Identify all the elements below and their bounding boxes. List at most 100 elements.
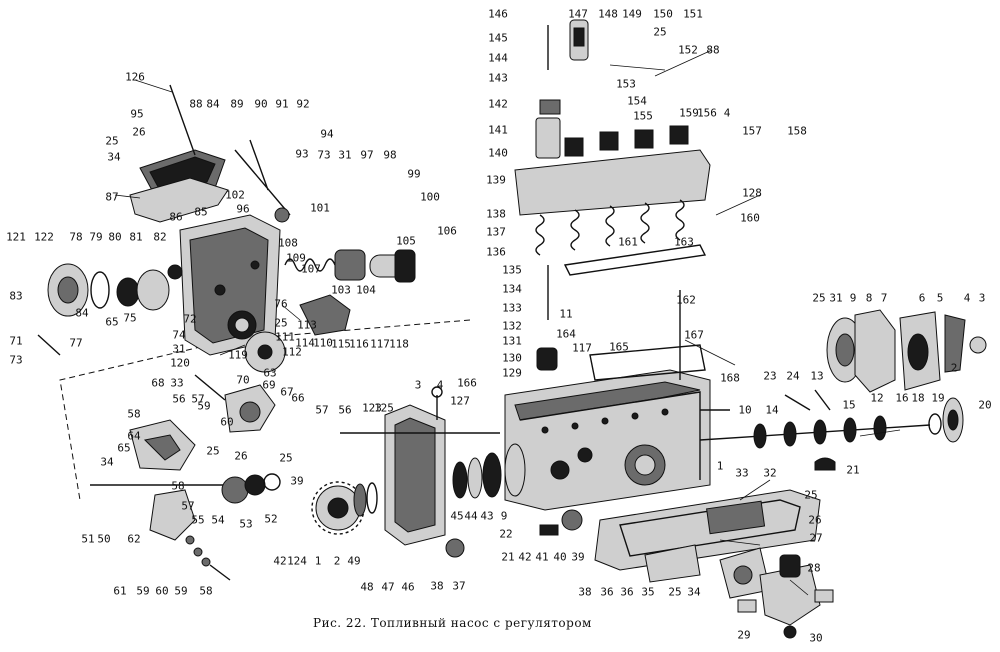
- part-number-label: 88: [189, 97, 203, 111]
- part-number-label: 73: [317, 148, 331, 162]
- part-number-label: 58: [199, 584, 213, 598]
- part-number-label: 89: [230, 97, 244, 111]
- part-number-label: 56: [172, 392, 186, 406]
- part-number-label: 57: [315, 403, 329, 417]
- part-number-label: 25: [105, 134, 119, 148]
- part-number-label: 165: [609, 340, 629, 354]
- part-number-label: 25: [804, 488, 818, 502]
- part-number-label: 118: [389, 337, 409, 351]
- part-number-label: 1: [314, 554, 322, 568]
- part-number-label: 10: [738, 403, 752, 417]
- part-number-label: 97: [360, 148, 374, 162]
- part-number-label: 123: [362, 401, 382, 415]
- part-number-label: 7: [880, 291, 888, 305]
- part-number-label: 115: [331, 337, 351, 351]
- part-number-label: 80: [108, 230, 122, 244]
- part-number-label: 142: [488, 97, 508, 111]
- part-number-label: 88: [706, 43, 720, 57]
- part-number-label: 63: [263, 366, 277, 380]
- part-number-label: 9: [500, 509, 508, 523]
- part-number-label: 26: [132, 125, 146, 139]
- part-number-label: 66: [291, 391, 305, 405]
- part-number-label: 126: [125, 70, 145, 84]
- part-number-label: 58: [171, 479, 185, 493]
- part-number-label: 114: [295, 336, 315, 350]
- part-number-label: 119: [228, 348, 248, 362]
- part-number-label: 20: [978, 398, 992, 412]
- part-number-label: 148: [598, 7, 618, 21]
- part-number-label: 163: [674, 235, 694, 249]
- part-number-label: 73: [9, 353, 23, 367]
- part-number-label: 99: [407, 167, 421, 181]
- part-number-label: 51: [81, 532, 95, 546]
- part-number-label: 59: [136, 584, 150, 598]
- part-number-label: 105: [396, 234, 416, 248]
- part-number-label: 25: [274, 316, 288, 330]
- part-number-label: 31: [829, 291, 843, 305]
- part-number-label: 78: [69, 230, 83, 244]
- part-number-label: 54: [211, 513, 225, 527]
- part-number-label: 109: [286, 251, 306, 265]
- part-number-label: 112: [282, 345, 302, 359]
- part-number-label: 121: [6, 230, 26, 244]
- part-number-label: 98: [383, 148, 397, 162]
- part-number-label: 125: [374, 401, 394, 415]
- part-number-label: 32: [763, 466, 777, 480]
- part-number-label: 34: [107, 150, 121, 164]
- part-number-label: 81: [129, 230, 143, 244]
- part-number-label: 152: [678, 43, 698, 57]
- part-number-label: 48: [360, 580, 374, 594]
- drive-housing-group: [311, 386, 583, 558]
- part-number-label: 16: [895, 391, 909, 405]
- part-number-label: 42: [273, 554, 287, 568]
- part-number-label: 25: [668, 585, 682, 599]
- part-number-label: 168: [720, 371, 740, 385]
- part-number-label: 159: [679, 106, 699, 120]
- figure-caption: Рис. 22. Топливный насос с регулятором: [313, 616, 592, 630]
- part-number-label: 67: [280, 385, 294, 399]
- part-number-label: 76: [274, 297, 288, 311]
- part-number-label: 49: [347, 554, 361, 568]
- part-number-label: 59: [174, 584, 188, 598]
- part-number-label: 59: [197, 399, 211, 413]
- part-number-label: 110: [313, 336, 333, 350]
- part-number-label: 34: [687, 585, 701, 599]
- part-number-label: 40: [553, 550, 567, 564]
- part-number-label: 136: [486, 245, 506, 259]
- part-number-label: 36: [620, 585, 634, 599]
- part-number-label: 103: [331, 283, 351, 297]
- part-number-label: 139: [486, 173, 506, 187]
- part-number-label: 24: [786, 369, 800, 383]
- part-number-label: 140: [488, 146, 508, 160]
- part-number-label: 157: [742, 124, 762, 138]
- regulator-housing-group: [37, 84, 416, 433]
- part-number-label: 26: [234, 449, 248, 463]
- part-number-label: 25: [206, 444, 220, 458]
- part-number-label: 55: [191, 513, 205, 527]
- part-number-label: 11: [559, 307, 573, 321]
- cover-and-feed-pump-group: [594, 489, 834, 639]
- part-number-label: 131: [502, 334, 522, 348]
- part-number-label: 158: [787, 124, 807, 138]
- part-number-label: 111: [275, 330, 295, 344]
- part-number-label: 33: [170, 376, 184, 390]
- part-number-label: 104: [356, 283, 376, 297]
- part-number-label: 36: [600, 585, 614, 599]
- part-number-label: 28: [807, 561, 821, 575]
- part-number-label: 23: [763, 369, 777, 383]
- part-number-label: 60: [155, 584, 169, 598]
- part-number-label: 133: [502, 301, 522, 315]
- part-number-label: 106: [437, 224, 457, 238]
- part-number-label: 25: [812, 291, 826, 305]
- part-number-label: 4: [436, 378, 444, 392]
- part-number-label: 57: [181, 499, 195, 513]
- part-number-label: 132: [502, 319, 522, 333]
- part-number-label: 129: [502, 366, 522, 380]
- part-number-label: 21: [846, 463, 860, 477]
- part-number-label: 161: [618, 235, 638, 249]
- dashed-contour-left: [59, 319, 471, 501]
- part-number-label: 117: [572, 341, 592, 355]
- part-number-label: 38: [578, 585, 592, 599]
- part-number-label: 102: [225, 188, 245, 202]
- part-number-label: 3: [978, 291, 986, 305]
